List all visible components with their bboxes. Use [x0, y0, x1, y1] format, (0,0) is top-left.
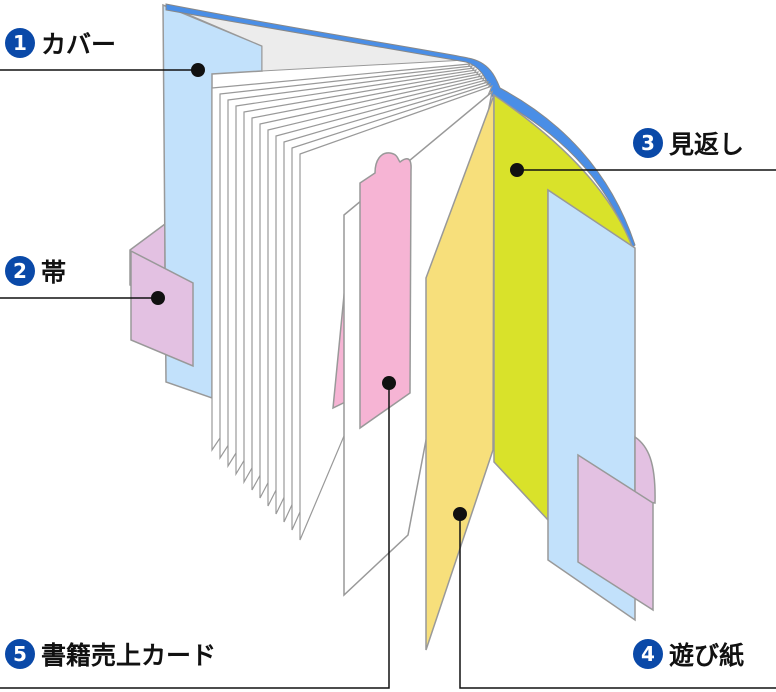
- dot-flyleaf: [453, 507, 467, 521]
- label-sales-card: 5 書籍売上カード: [5, 636, 216, 672]
- leader-dots: [151, 63, 524, 521]
- obi-back-right: [634, 435, 656, 504]
- label-sales-card-text: 書籍売上カード: [41, 641, 217, 670]
- dot-endpaper: [510, 163, 524, 177]
- label-endpaper: 3 見返し: [633, 125, 744, 161]
- label-obi: 2 帯: [5, 253, 66, 289]
- dot-obi: [151, 291, 165, 305]
- leader-lines: [0, 69, 776, 689]
- sales-card: [359, 152, 412, 430]
- label-cover: 1 カバー: [5, 25, 116, 61]
- dot-cover: [191, 63, 205, 77]
- number-badge-5: 5: [5, 639, 35, 669]
- leader-line-flyleaf: [459, 514, 776, 689]
- obi-front: [130, 249, 194, 368]
- leader-line-sales-card: [0, 383, 390, 689]
- number-badge-4: 4: [633, 639, 663, 669]
- label-flyleaf-text: 遊び紙: [669, 641, 745, 670]
- label-cover-text: カバー: [41, 30, 117, 59]
- number-badge-3: 3: [633, 128, 663, 158]
- obi-front-right: [577, 453, 654, 612]
- dot-sales-card: [382, 376, 396, 390]
- number-badge-2: 2: [5, 256, 35, 286]
- label-endpaper-text: 見返し: [669, 130, 745, 159]
- label-flyleaf: 4 遊び紙: [633, 636, 744, 672]
- label-obi-text: 帯: [41, 258, 67, 287]
- number-badge-1: 1: [5, 28, 35, 58]
